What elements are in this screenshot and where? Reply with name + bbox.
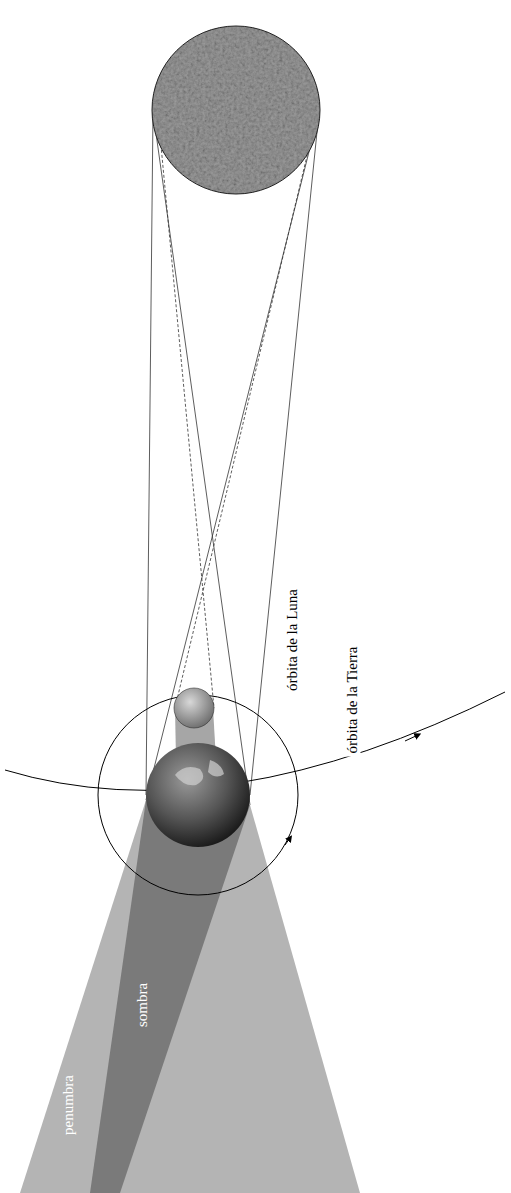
region-label: penumbra bbox=[59, 1072, 77, 1138]
earth-orbit-arrow bbox=[405, 735, 418, 741]
sun-disc bbox=[152, 26, 320, 194]
region-label: sombra bbox=[133, 980, 151, 1030]
orbit-label: órbita de la Luna bbox=[283, 586, 301, 694]
sun-outline bbox=[152, 26, 320, 194]
moon-orbit-arrow bbox=[285, 838, 290, 845]
umbra-cone bbox=[90, 800, 250, 1193]
orbit-label: órbita de la Tierra bbox=[343, 643, 361, 756]
penumbra-cone bbox=[20, 800, 360, 1193]
moon-globe bbox=[174, 688, 214, 728]
earth-continents bbox=[175, 760, 224, 785]
earth-globe bbox=[146, 743, 250, 847]
earth-orbit bbox=[5, 692, 505, 790]
